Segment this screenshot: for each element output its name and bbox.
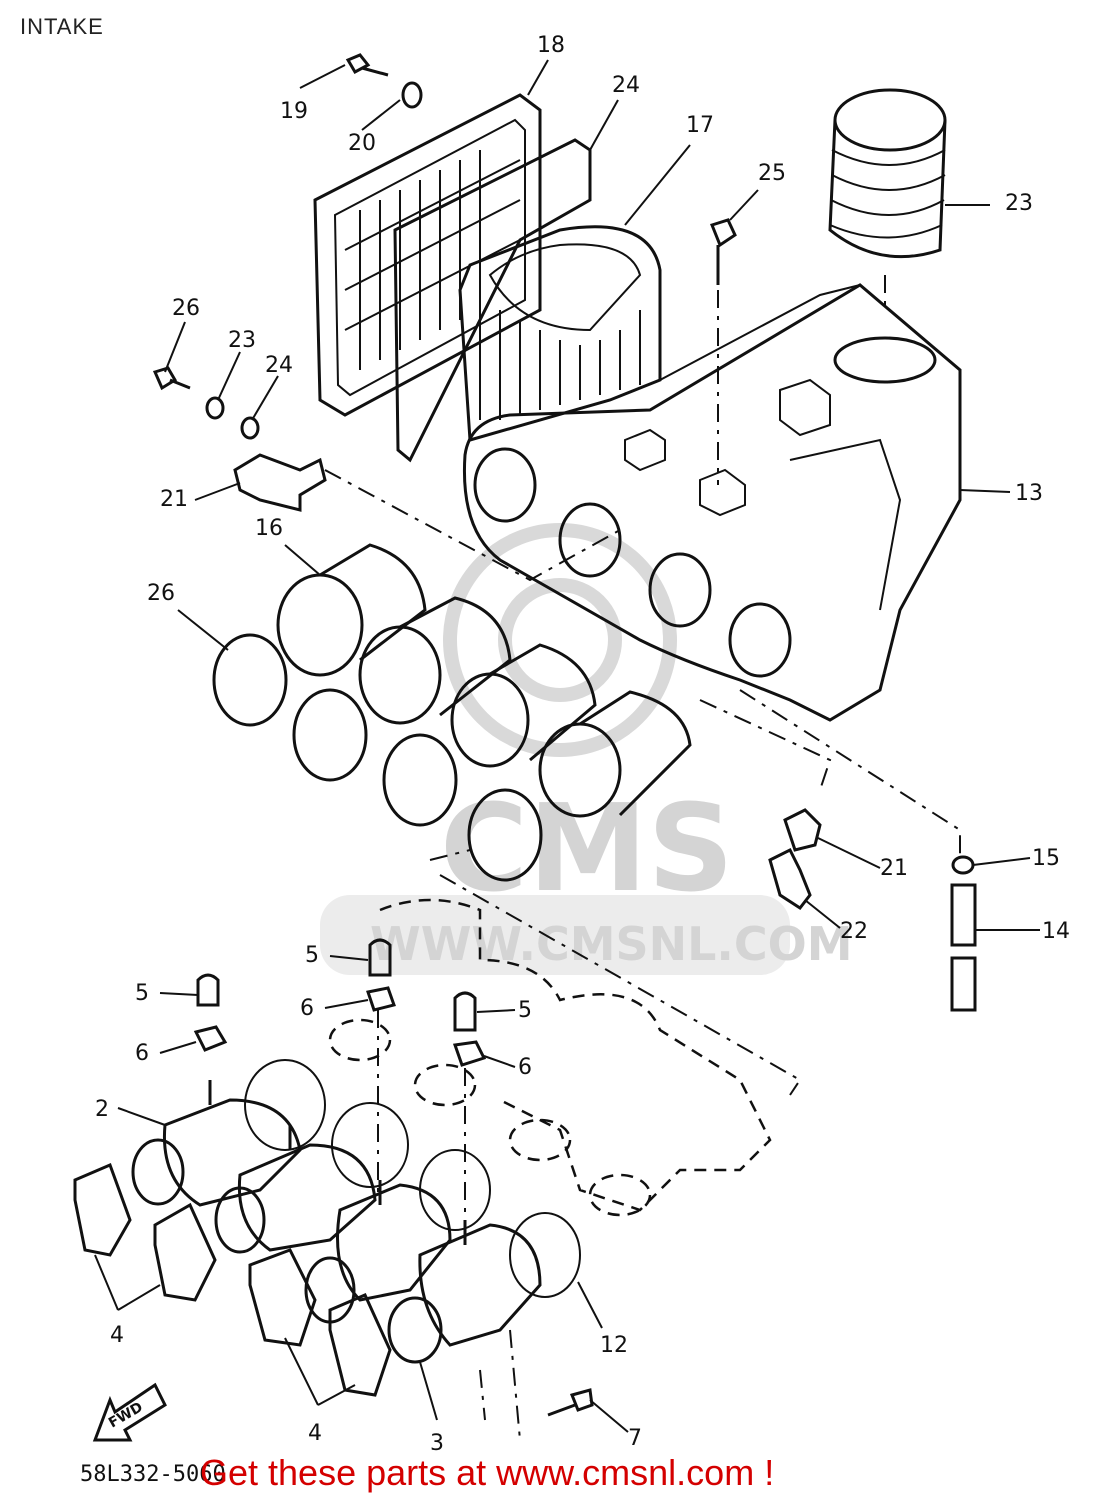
callout-16: 20 [348,131,376,156]
callout-24-label: 24 [265,353,293,378]
callout-10: 14 [1042,919,1070,944]
part-24-nut [240,416,260,440]
part-7-screw [547,1388,594,1417]
page-title: INTAKE [20,14,104,39]
carburetor-phantom [328,898,772,1217]
part-23-washer [205,396,225,420]
callout-5c: 5 [518,998,532,1023]
part-25-bolt [710,218,737,285]
part-19-intake-boot [828,88,947,259]
callout-17: 21 [880,856,908,881]
part-6-clamp-a [193,1025,228,1052]
leader-lines [94,59,1040,1433]
part-6-clamp-c [452,1040,487,1067]
manifolds [162,1059,581,1347]
callout-6c: 6 [518,1055,532,1080]
callout-4b: 4 [308,1421,322,1446]
part-4-gaskets [73,1162,392,1397]
part-16-washer [401,81,423,109]
oring-a [131,1138,185,1206]
oring-b [214,1186,266,1254]
part-18-elbow [768,847,812,911]
part-21-bracket [233,453,327,512]
callout-26-label: 26 [147,581,175,606]
part-3-oring [387,1296,443,1364]
diagram-code: 58L332-5060 [80,1462,226,1487]
part-13-element [458,225,662,442]
part-5-cap-a [196,973,220,1007]
cms-watermark: CMS WWW.CMSNL.COM [320,523,853,975]
alignment-lines [324,275,961,1441]
callout-8: 12 [600,1333,628,1358]
callout-18: 22 [840,919,868,944]
part-9-air-box [462,283,962,722]
callout-11: 15 [1032,846,1060,871]
callout-2: 2 [95,1097,109,1122]
part-20-gasket [393,138,592,463]
callout-14: 18 [537,33,565,58]
callout-7: 7 [628,1426,642,1451]
callout-23-label: 23 [228,328,256,353]
callout-5a: 5 [135,981,149,1006]
watermark-brand: CMS [440,780,734,919]
fwd-arrow: FWD [92,1382,167,1442]
callout-22: 26 [172,296,200,321]
callout-9: 13 [1015,481,1043,506]
callout-6a: 6 [135,1041,149,1066]
callout-25: 25 [758,161,786,186]
callout-labels: 18 24 17 25 23 19 20 26 2 23 24 21 16 26… [95,33,1070,1456]
part-14-cover [313,93,542,417]
watermark-url: WWW.CMSNL.COM [370,917,853,971]
callout-3: 3 [430,1431,444,1456]
callout-6b: 6 [300,996,314,1021]
part-22-screw [152,366,191,391]
part-15-screw [345,53,389,77]
callout-15: 19 [280,99,308,124]
footer-link-text[interactable]: Get these parts at www.cmsnl.com ! [200,1452,775,1493]
callout-20: 24 [612,73,640,98]
callout-12: 16 [255,516,283,541]
part-6-clamp-b [366,986,396,1012]
part-17-cap [783,808,822,852]
callout-21-label: 21 [160,487,188,512]
part-5-cap-c [453,991,477,1032]
part-12-joints [276,543,692,818]
part-11-clip [951,855,975,875]
callout-4a: 4 [110,1323,124,1348]
callout-19: 23 [1005,191,1033,216]
callout-13: 17 [686,113,714,138]
part-10-hose [950,883,977,1012]
part-26-bands [212,633,543,882]
part-5-cap-b [368,938,392,977]
callout-5b: 5 [305,943,319,968]
